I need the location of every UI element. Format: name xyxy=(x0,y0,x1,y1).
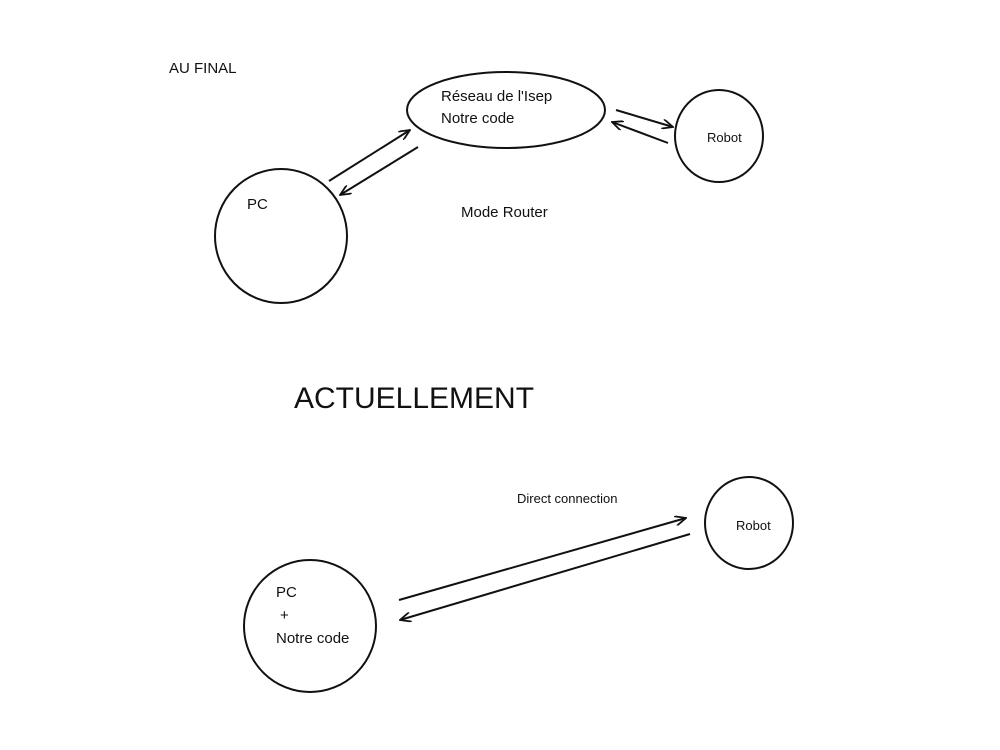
arrow-network-to-robot xyxy=(615,109,673,127)
direct-connection-label: Direct connection xyxy=(517,491,617,506)
top-robot-node-label: Robot xyxy=(707,130,742,145)
mode-router-label: Mode Router xyxy=(461,204,548,221)
arrow-pc-to-robot xyxy=(398,518,686,601)
bottom-pc-node-label-line2: + xyxy=(280,607,289,624)
arrow-robot-to-network xyxy=(612,122,669,144)
top-pc-node-label: PC xyxy=(247,196,268,213)
top-section: AU FINAL Réseau de l'Isep Notre code Rob… xyxy=(169,60,764,304)
network-node-label-line1: Réseau de l'Isep xyxy=(441,88,552,105)
bottom-pc-node-label-line1: PC xyxy=(276,584,297,601)
arrow-pc-to-network xyxy=(328,130,410,182)
bottom-pc-node-shape xyxy=(243,559,377,693)
bottom-robot-node: Robot xyxy=(704,476,794,570)
arrow-network-to-pc xyxy=(340,146,419,195)
network-node-shape xyxy=(406,71,606,149)
top-section-heading: AU FINAL xyxy=(169,60,237,77)
top-pc-node-shape xyxy=(214,168,348,304)
bottom-section-heading: ACTUELLEMENT xyxy=(294,382,534,415)
bottom-robot-node-label: Robot xyxy=(736,518,771,533)
bottom-robot-node-shape xyxy=(704,476,794,570)
top-pc-node: PC xyxy=(214,168,348,304)
top-robot-node-shape xyxy=(674,89,764,183)
arrow-robot-to-pc xyxy=(400,533,691,620)
bottom-pc-node: PC + Notre code xyxy=(243,559,377,693)
bottom-pc-node-label-line3: Notre code xyxy=(276,630,349,647)
top-robot-node: Robot xyxy=(674,89,764,183)
bottom-section: ACTUELLEMENT Direct connection Robot PC … xyxy=(243,382,794,693)
network-node-label-line2: Notre code xyxy=(441,110,514,127)
network-node: Réseau de l'Isep Notre code xyxy=(406,71,606,149)
